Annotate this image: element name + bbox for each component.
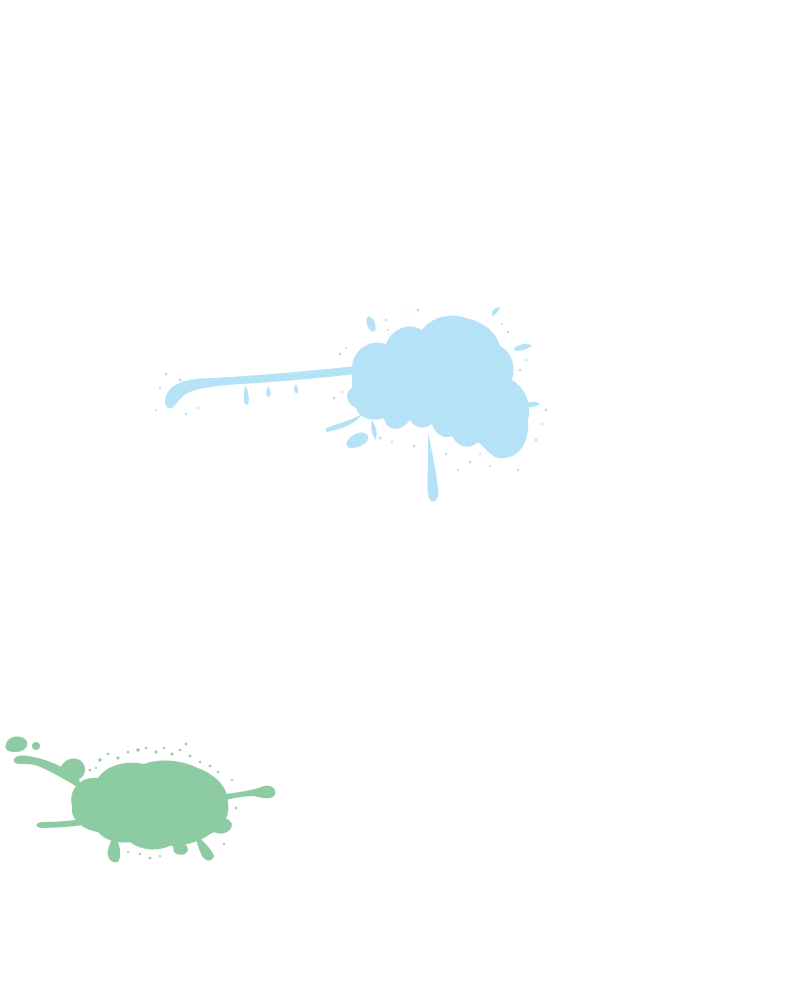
green-paint-splat: [5, 736, 276, 863]
blue-paint-splat: [155, 307, 548, 502]
